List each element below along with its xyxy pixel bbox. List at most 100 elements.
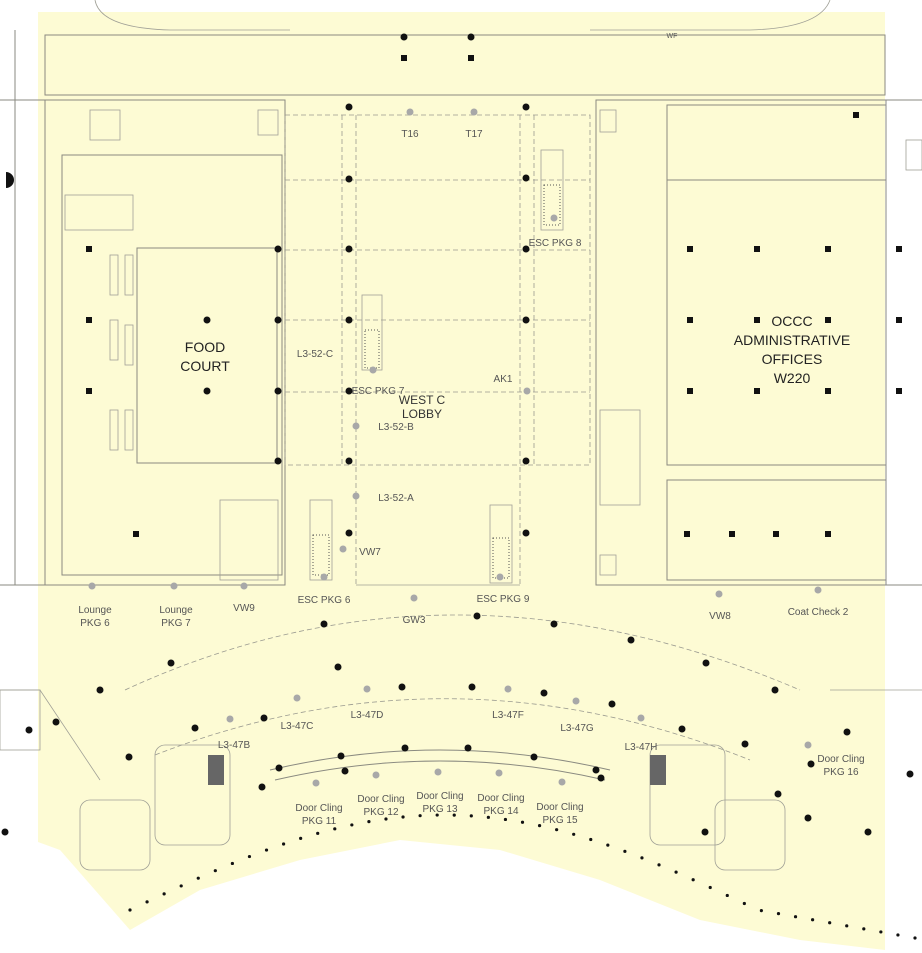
column-marker [125, 753, 133, 761]
admin-office-label-line1: OCCC [771, 313, 812, 329]
column-marker-square [896, 246, 902, 252]
label-door-cling-13-line2: PKG 13 [422, 804, 457, 815]
column-marker [906, 770, 914, 778]
sign-location-dot [339, 545, 347, 553]
sign-location-dots [88, 108, 822, 787]
column-marker [522, 316, 530, 324]
entrance-dot [623, 849, 627, 853]
column-marker [345, 175, 353, 183]
column-marker-square [896, 388, 902, 394]
entrance-dot [555, 828, 559, 832]
column-marker [522, 245, 530, 253]
entrance-dot [691, 878, 695, 882]
label-l3-47g: L3-47G [560, 723, 594, 734]
label-door-cling-15-line2: PKG 15 [542, 815, 577, 826]
highlight-area [38, 12, 885, 950]
label-l3-47h: L3-47H [625, 742, 658, 753]
label-l3-47c: L3-47C [281, 721, 314, 732]
column-marker-square [687, 317, 693, 323]
column-marker-square [86, 388, 92, 394]
column-marker [678, 725, 686, 733]
label-door-cling-15-line1: Door Cling [536, 802, 583, 813]
column-marker [52, 718, 60, 726]
column-marker-square [825, 317, 831, 323]
column-marker [96, 686, 104, 694]
sign-location-dot [523, 387, 531, 395]
entrance-dot [913, 936, 917, 940]
column-marker [398, 683, 406, 691]
entrance-dot [862, 927, 866, 931]
column-marker [260, 714, 268, 722]
sign-location-dot [240, 582, 248, 590]
column-marker [345, 387, 353, 395]
label-vw8: VW8 [709, 611, 731, 622]
column-marker [843, 728, 851, 736]
column-marker-square [754, 317, 760, 323]
column-marker-square [773, 531, 779, 537]
column-marker-square [754, 246, 760, 252]
column-marker [468, 683, 476, 691]
column-marker-square [401, 55, 407, 61]
lobby-grid [284, 114, 591, 586]
sign-location-dot [804, 741, 812, 749]
sign-location-dot [352, 422, 360, 430]
sign-location-dot [352, 492, 360, 500]
sign-location-dot [170, 582, 178, 590]
sign-location-dot [372, 771, 380, 779]
sign-location-dot [320, 573, 328, 581]
admin-office-label-line4: W220 [774, 370, 811, 386]
label-door-cling-16-line2: PKG 16 [823, 767, 858, 778]
entrance-dot [401, 815, 405, 819]
label-vw7: VW7 [359, 547, 381, 558]
column-marker [774, 790, 782, 798]
column-marker [597, 774, 605, 782]
label-door-cling-11-line1: Door Cling [295, 803, 342, 814]
column-marker-square [86, 246, 92, 252]
entrance-dot [316, 831, 320, 835]
label-esc-pkg-9: ESC PKG 9 [477, 594, 530, 605]
top-arc-right [590, 0, 831, 31]
column-marker [401, 744, 409, 752]
sign-location-dot [550, 214, 558, 222]
column-marker [627, 636, 635, 644]
sign-location-dot [814, 586, 822, 594]
column-marker-square [825, 246, 831, 252]
entrance-dot [708, 885, 712, 890]
column-marker [345, 457, 353, 465]
column-marker [274, 245, 282, 253]
label-l3-52-b: L3-52-B [378, 422, 414, 433]
entrance-dot [196, 876, 200, 880]
entrance-dot [793, 915, 798, 919]
label-door-cling-12-line1: Door Cling [357, 794, 404, 805]
column-marker [334, 663, 342, 671]
sign-location-dot [293, 694, 301, 702]
column-marker-square [133, 531, 139, 537]
label-lounge-pkg-7-line1: Lounge [159, 605, 193, 616]
column-marker [522, 174, 530, 182]
sign-location-dot [434, 768, 442, 776]
label-esc-pkg-7: ESC PKG 7 [352, 386, 405, 397]
entrance-dot [828, 921, 832, 925]
sign-location-dot [470, 108, 478, 116]
column-marker-square [687, 246, 693, 252]
sign-location-dot [312, 779, 320, 787]
entrance-dot [299, 836, 303, 840]
label-l3-47d: L3-47D [351, 710, 384, 721]
building-walls [0, 30, 922, 586]
label-t17: T17 [465, 129, 483, 140]
entrance-dot [520, 820, 525, 824]
sign-location-dot [558, 778, 566, 786]
column-marker [191, 724, 199, 732]
column-marker-square [896, 317, 902, 323]
column-marker [274, 387, 282, 395]
label-coat-check-2: Coat Check 2 [788, 607, 849, 618]
column-marker [467, 33, 475, 41]
admin-office-label-line2: ADMINISTRATIVE [734, 332, 850, 348]
stair-towers [0, 689, 786, 871]
entrance-dot [537, 824, 542, 828]
entrance-dot [350, 823, 354, 827]
sign-location-dot [88, 582, 96, 590]
entrance-dot [776, 912, 781, 916]
column-marker [701, 828, 709, 836]
entrance-dot [879, 930, 883, 934]
